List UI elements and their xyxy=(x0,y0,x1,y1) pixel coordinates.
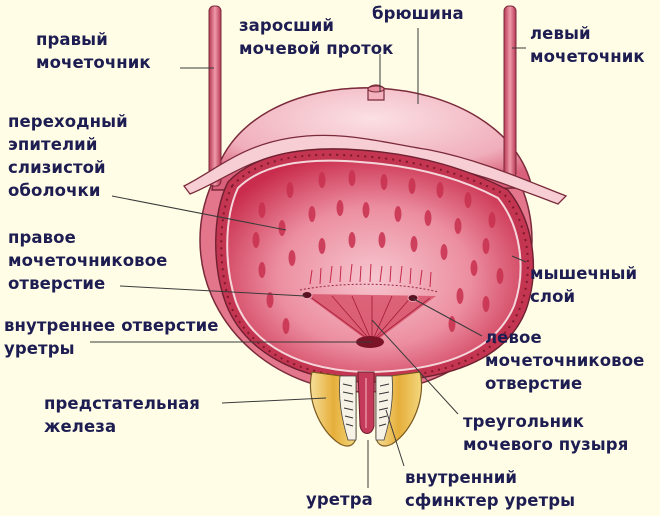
label-right-ureter: правый мочеточник xyxy=(36,28,151,74)
label-right-ureteric-orifice: правое мочеточниковое отверстие xyxy=(8,226,167,295)
label-line: мышечный xyxy=(530,264,638,283)
label-muscular-layer: мышечный слой xyxy=(530,262,637,308)
label-line: брюшина xyxy=(372,4,464,23)
label-line: треугольник xyxy=(463,412,585,431)
label-line: переходный xyxy=(8,112,128,131)
label-line: сфинктер уретры xyxy=(405,491,576,510)
label-line: слизистой xyxy=(8,158,106,177)
label-trigone: треугольник мочевого пузыря xyxy=(463,410,628,456)
label-line: эпителий xyxy=(8,135,98,154)
label-urethra: уретра xyxy=(306,488,373,511)
label-line: правый xyxy=(36,30,108,49)
label-line: оболочки xyxy=(8,181,101,200)
label-line: уретры xyxy=(4,339,75,358)
label-line: мочеточниковое xyxy=(8,251,168,270)
leader-lines xyxy=(90,28,527,488)
label-left-ureter: левый мочеточник xyxy=(530,22,645,68)
prostate-and-urethra xyxy=(309,371,423,447)
label-line: мочеточниковое xyxy=(485,351,645,370)
label-line: отверстие xyxy=(8,274,106,293)
label-line: мочеточник xyxy=(36,53,151,72)
label-line: отверстие xyxy=(485,374,583,393)
label-line: уретра xyxy=(306,490,373,509)
label-internal-urethral-orifice: внутреннее отверстие уретры xyxy=(4,314,219,360)
urachus-stub xyxy=(367,84,385,101)
label-prostate: предстательная железа xyxy=(44,392,200,438)
label-line: слой xyxy=(530,287,576,306)
label-line: мочевого пузыря xyxy=(463,435,629,454)
label-line: мочеточник xyxy=(530,47,645,66)
label-line: железа xyxy=(44,417,117,436)
label-transitional-epithelium: переходный эпителий слизистой оболочки xyxy=(8,110,128,202)
label-peritoneum: брюшина xyxy=(372,2,464,25)
label-line: мочевой проток xyxy=(239,39,394,58)
label-line: левое xyxy=(485,328,542,347)
label-line: предстательная xyxy=(44,394,201,413)
label-line: заросший xyxy=(239,16,335,35)
label-line: внутренний xyxy=(405,468,518,487)
label-urachus: заросший мочевой проток xyxy=(239,14,393,60)
label-line: левый xyxy=(530,24,591,43)
ureters xyxy=(208,5,517,187)
label-left-ureteric-orifice: левое мочеточниковое отверстие xyxy=(485,326,644,395)
label-line: внутреннее отверстие xyxy=(4,316,219,335)
mucosal-folds xyxy=(252,170,504,334)
label-internal-sphincter: внутренний сфинктер уретры xyxy=(405,466,575,512)
trigone xyxy=(299,263,439,348)
label-line: правое xyxy=(8,228,76,247)
